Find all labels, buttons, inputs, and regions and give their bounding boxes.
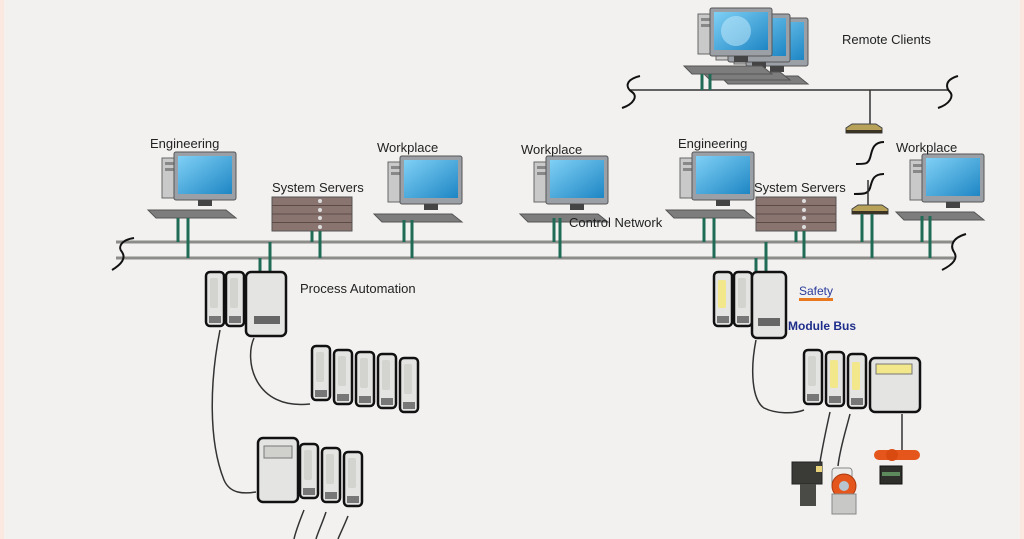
field-device-3 <box>874 449 920 485</box>
router-icon-upper <box>845 123 883 134</box>
label-workplace-1: Workplace <box>377 140 439 155</box>
label-process-automation: Process Automation <box>300 281 416 296</box>
system-servers-1 <box>271 196 353 258</box>
router-icon-lower <box>851 204 889 215</box>
label-system-servers-1: System Servers <box>272 180 364 195</box>
remote-clients-icon <box>683 7 809 90</box>
safety-controller <box>712 242 788 340</box>
field-device-1 <box>791 461 823 506</box>
engineering-workstation-2 <box>665 151 755 258</box>
io-rack-1 <box>310 344 420 414</box>
label-remote-clients: Remote Clients <box>842 32 931 47</box>
label-engineering-1: Engineering <box>150 136 220 151</box>
module-bus-cable <box>751 339 805 414</box>
label-engineering-2: Engineering <box>678 136 748 151</box>
label-control-network: Control Network <box>569 215 663 230</box>
workplace-workstation-3 <box>895 153 985 258</box>
process-automation-controller <box>204 242 288 338</box>
router-link <box>845 90 889 215</box>
io-rack-2 <box>256 436 364 539</box>
module-bus-cable <box>249 337 311 406</box>
workplace-workstation-2 <box>519 155 609 258</box>
label-workplace-3: Workplace <box>896 140 958 155</box>
workplace-workstation-1 <box>373 155 463 258</box>
control-network-bus <box>111 233 967 271</box>
module-bus-cable <box>211 329 257 494</box>
system-servers-2 <box>755 196 837 258</box>
label-workplace-2: Workplace <box>521 142 583 157</box>
label-safety: Safety <box>799 285 834 301</box>
field-device-2 <box>831 467 857 515</box>
engineering-workstation-1 <box>147 151 237 258</box>
remote-network-bus <box>621 75 959 109</box>
router-drops <box>860 214 874 258</box>
network-diagram: Engineering System Servers Workplace Wor… <box>4 0 1020 539</box>
diagram-graphics <box>111 7 985 539</box>
io-rack-3 <box>802 348 922 467</box>
label-module-bus: Module Bus <box>788 319 856 333</box>
label-system-servers-2: System Servers <box>754 180 846 195</box>
